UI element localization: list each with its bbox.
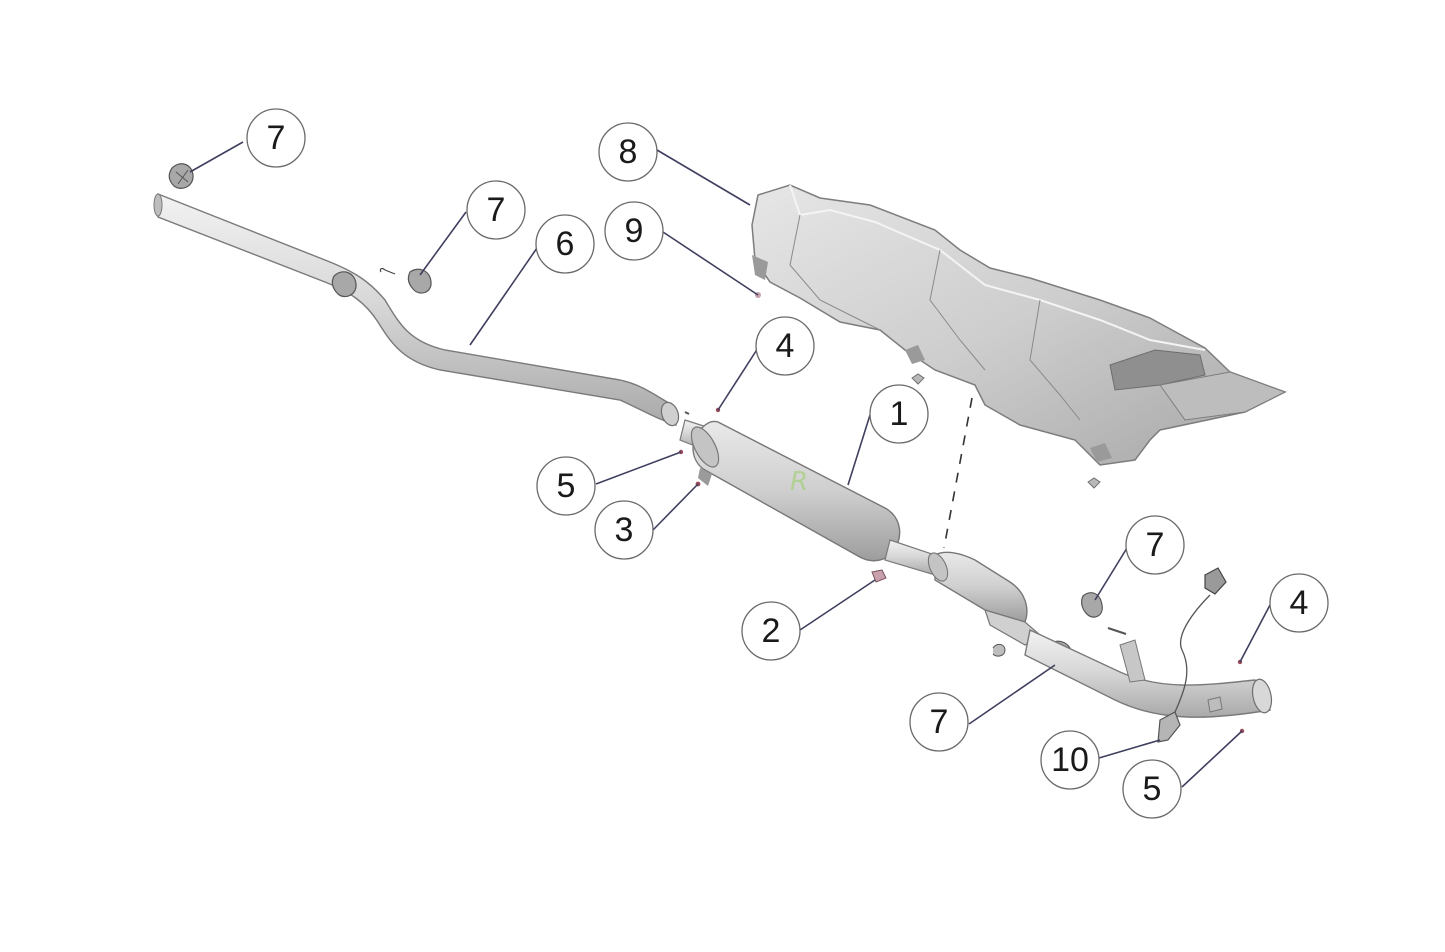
callout-10: 10 <box>1040 730 1100 790</box>
callout-label: 5 <box>557 467 576 505</box>
callout-label: 7 <box>487 191 506 229</box>
callout-9: 9 <box>604 201 664 261</box>
callout-label: 10 <box>1051 741 1089 779</box>
oxygen-sensor <box>1157 567 1227 743</box>
callout-7-right-upper: 7 <box>1125 515 1185 575</box>
callout-4-right: 4 <box>1269 573 1329 633</box>
callout-label: 7 <box>267 119 286 157</box>
logo-watermark: R <box>790 467 808 497</box>
heat-shield <box>751 184 1287 466</box>
rear-pipe <box>153 192 680 427</box>
leader-lines <box>189 141 1271 788</box>
callout-5-left: 5 <box>536 456 596 516</box>
callout-label: 7 <box>930 703 949 741</box>
callout-label: 3 <box>615 511 634 549</box>
callout-1: 1 <box>869 384 929 444</box>
catalytic-converter <box>927 551 1041 646</box>
alignment-dashed-line <box>943 397 973 549</box>
callout-label: 7 <box>1146 526 1165 564</box>
callout-label: 4 <box>776 327 795 365</box>
callout-label: 4 <box>1290 584 1309 622</box>
callout-label: 9 <box>625 212 644 250</box>
callout-6: 6 <box>535 214 595 274</box>
callout-7-lower: 7 <box>909 692 969 752</box>
callout-label: 8 <box>619 133 638 171</box>
callout-label: 5 <box>1143 770 1162 808</box>
callout-7-upper: 7 <box>466 180 526 240</box>
callout-3: 3 <box>594 500 654 560</box>
callout-label: 2 <box>762 612 781 650</box>
callout-7-top-left: 7 <box>246 108 306 168</box>
callout-2: 2 <box>741 601 801 661</box>
middle-muffler: R <box>679 419 936 576</box>
callout-4-middle: 4 <box>755 316 815 376</box>
callout-8: 8 <box>598 122 658 182</box>
callout-label: 1 <box>890 395 909 433</box>
callout-label: 6 <box>556 225 575 263</box>
front-pipe <box>1024 628 1273 718</box>
callout-5-right: 5 <box>1122 759 1182 819</box>
